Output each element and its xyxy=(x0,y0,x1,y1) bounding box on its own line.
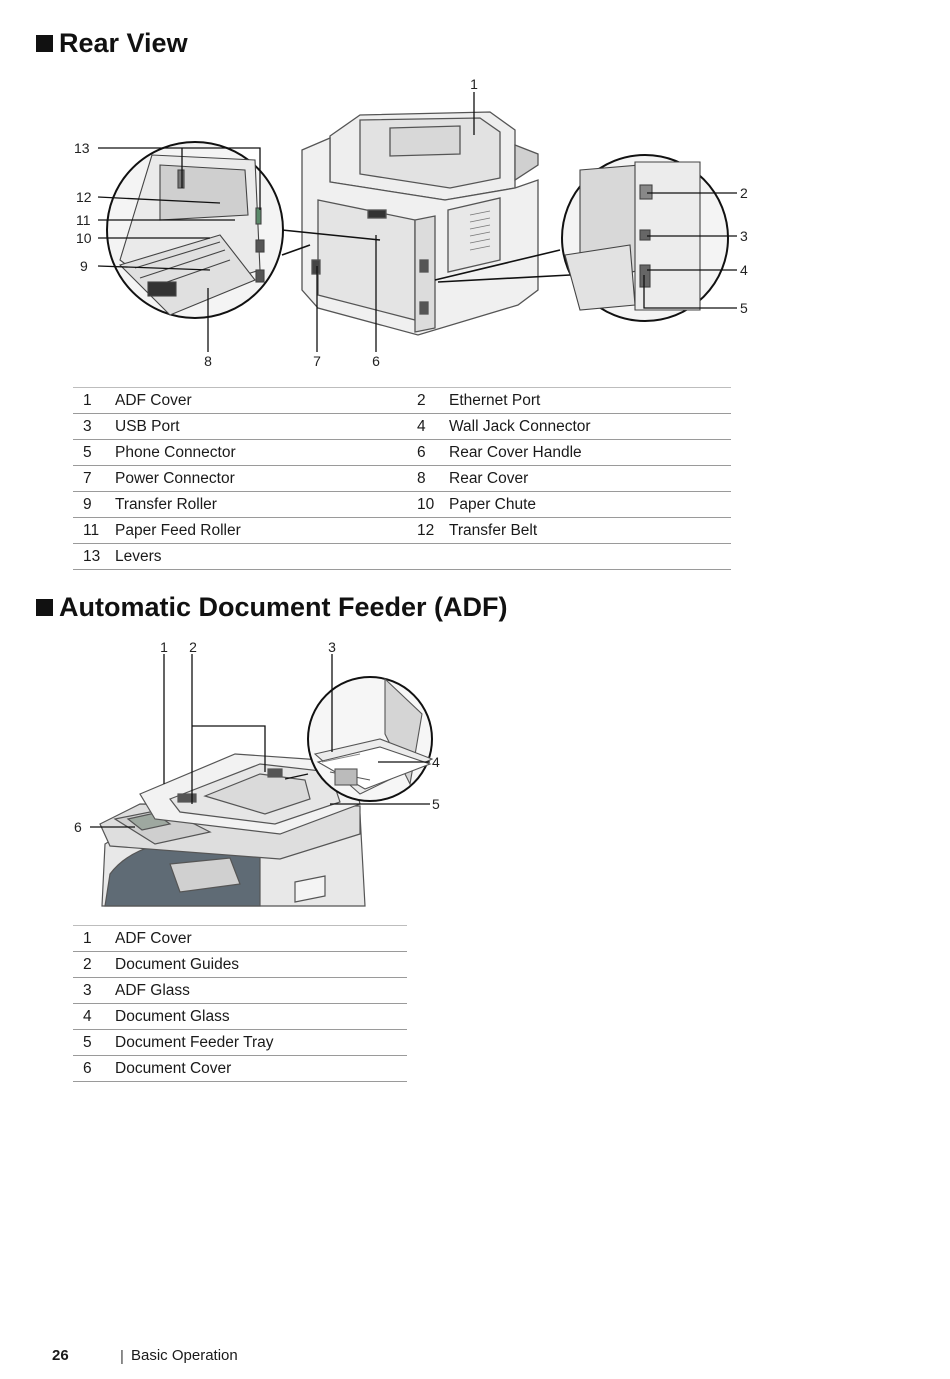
part-number: 3 xyxy=(73,977,115,1004)
part-number: 4 xyxy=(73,1003,115,1030)
callout-4: 4 xyxy=(740,262,748,278)
part-label: Power Connector xyxy=(115,465,407,492)
part-label: Document Cover xyxy=(115,1055,407,1082)
part-number: 13 xyxy=(73,543,115,570)
callout-1: 1 xyxy=(160,639,168,655)
part-number: 12 xyxy=(407,517,449,544)
table-row: 3 USB Port 4 Wall Jack Connector xyxy=(73,413,731,440)
part-label: Transfer Belt xyxy=(449,517,731,544)
callout-3: 3 xyxy=(328,639,336,655)
part-label: Document Guides xyxy=(115,951,407,978)
part-number: 2 xyxy=(407,387,449,414)
part-number: 6 xyxy=(73,1055,115,1082)
part-number: 11 xyxy=(73,517,115,544)
part-label: USB Port xyxy=(115,413,407,440)
table-row: 3 ADF Glass xyxy=(73,977,407,1004)
rear-callout-leaders xyxy=(97,92,737,352)
part-label: ADF Cover xyxy=(115,925,407,952)
table-row: 13 Levers xyxy=(73,543,731,570)
part-number: 3 xyxy=(73,413,115,440)
callout-13: 13 xyxy=(74,140,90,156)
part-label: ADF Cover xyxy=(115,387,407,414)
part-label xyxy=(449,543,731,570)
callout-9: 9 xyxy=(80,258,88,274)
part-number: 10 xyxy=(407,491,449,518)
table-row: 1 ADF Cover 2 Ethernet Port xyxy=(73,387,731,414)
part-label: Paper Chute xyxy=(449,491,731,518)
adf-figure: 1 2 3 4 5 6 xyxy=(60,634,460,909)
adf-illustration: 1 2 3 4 5 6 xyxy=(74,639,440,907)
square-bullet-icon xyxy=(36,599,53,616)
part-number xyxy=(407,543,449,570)
part-label: Wall Jack Connector xyxy=(449,413,731,440)
page-number: 26 xyxy=(52,1347,69,1364)
part-number: 1 xyxy=(73,387,115,414)
callout-6: 6 xyxy=(74,819,82,835)
part-number: 9 xyxy=(73,491,115,518)
adf-detail-circle xyxy=(284,676,434,802)
rear-view-title: Rear View xyxy=(59,28,188,58)
part-label: Ethernet Port xyxy=(449,387,731,414)
table-row: 4 Document Glass xyxy=(73,1003,407,1030)
part-label: Levers xyxy=(115,543,407,570)
part-number: 4 xyxy=(407,413,449,440)
printer-rear-drawing xyxy=(301,111,539,336)
table-row: 7 Power Connector 8 Rear Cover xyxy=(73,465,731,492)
part-number: 7 xyxy=(73,465,115,492)
callout-10: 10 xyxy=(76,230,92,246)
adf-heading: Automatic Document Feeder (ADF) xyxy=(36,594,508,621)
callout-6: 6 xyxy=(372,353,380,369)
adf-callout-labels: 1 2 3 4 5 6 xyxy=(74,639,440,835)
rear-view-illustration: 1 2 3 4 5 6 7 8 9 10 11 12 13 xyxy=(74,76,748,369)
rear-detail-circle-right xyxy=(434,154,729,322)
part-label: Document Feeder Tray xyxy=(115,1029,407,1056)
callout-2: 2 xyxy=(740,185,748,201)
callout-8: 8 xyxy=(204,353,212,369)
rear-view-figure: 1 2 3 4 5 6 7 8 9 10 11 12 13 xyxy=(60,70,760,375)
part-label: Paper Feed Roller xyxy=(115,517,407,544)
part-label: Rear Cover xyxy=(449,465,731,492)
part-label: Transfer Roller xyxy=(115,491,407,518)
callout-3: 3 xyxy=(740,228,748,244)
callout-5: 5 xyxy=(740,300,748,316)
part-label: Document Glass xyxy=(115,1003,407,1030)
rear-view-parts-table: 1 ADF Cover 2 Ethernet Port 3 USB Port 4… xyxy=(73,387,731,570)
adf-parts-table: 1 ADF Cover 2 Document Guides 3 ADF Glas… xyxy=(73,925,407,1082)
square-bullet-icon xyxy=(36,35,53,52)
part-number: 5 xyxy=(73,1029,115,1056)
part-label: Phone Connector xyxy=(115,439,407,466)
part-number: 1 xyxy=(73,925,115,952)
adf-title: Automatic Document Feeder (ADF) xyxy=(59,592,508,622)
callout-11: 11 xyxy=(76,212,91,228)
part-label: Rear Cover Handle xyxy=(449,439,731,466)
printer-front-drawing xyxy=(99,753,366,907)
footer-section-title: Basic Operation xyxy=(131,1347,238,1364)
part-number: 2 xyxy=(73,951,115,978)
callout-5: 5 xyxy=(432,796,440,812)
table-row: 2 Document Guides xyxy=(73,951,407,978)
callout-7: 7 xyxy=(313,353,321,369)
footer-separator: | xyxy=(120,1348,124,1365)
part-number: 5 xyxy=(73,439,115,466)
callout-1: 1 xyxy=(470,76,478,92)
part-number: 8 xyxy=(407,465,449,492)
rear-view-heading: Rear View xyxy=(36,30,188,57)
table-row: 1 ADF Cover xyxy=(73,925,407,952)
callout-12: 12 xyxy=(76,189,92,205)
part-label: ADF Glass xyxy=(115,977,407,1004)
table-row: 6 Document Cover xyxy=(73,1055,407,1082)
rear-callout-labels: 1 2 3 4 5 6 7 8 9 10 11 12 13 xyxy=(74,76,748,369)
callout-4: 4 xyxy=(432,754,440,770)
adf-callout-leaders xyxy=(90,654,430,828)
part-number: 6 xyxy=(407,439,449,466)
rear-detail-circle-left xyxy=(106,141,381,319)
table-row: 5 Document Feeder Tray xyxy=(73,1029,407,1056)
callout-2: 2 xyxy=(189,639,197,655)
table-row: 11 Paper Feed Roller 12 Transfer Belt xyxy=(73,517,731,544)
table-row: 5 Phone Connector 6 Rear Cover Handle xyxy=(73,439,731,466)
table-row: 9 Transfer Roller 10 Paper Chute xyxy=(73,491,731,518)
